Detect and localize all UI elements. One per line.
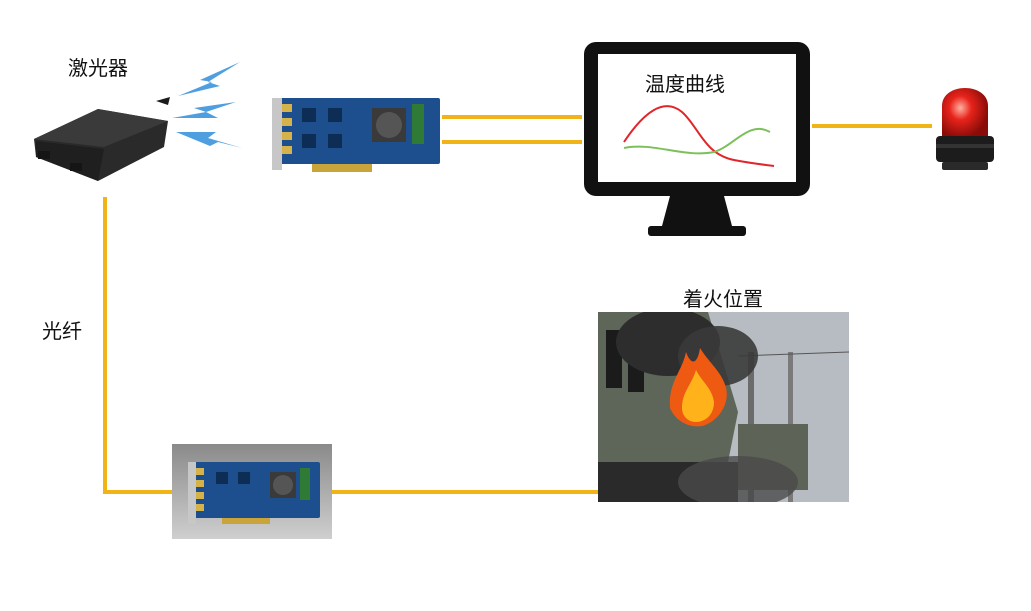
fire-location-label: 着火位置 [683,287,763,311]
warning-beacon-icon [930,72,1000,174]
fiber-label: 光纤 [42,319,82,343]
monitor-to-alarm-cable [812,124,932,128]
temperature-curve-green [623,127,771,155]
laser-label: 激光器 [68,56,128,80]
card-to-monitor-cable-top [442,115,582,119]
card-to-fire-cable [332,490,600,494]
pcie-card-backdrop [172,444,332,539]
burning-train-image [598,312,849,502]
fiber-vertical [103,197,107,494]
pcie-card-icon [272,94,444,176]
pcie-card-icon-bottom [188,462,320,524]
temperature-curve-red [623,105,775,167]
fiber-to-card [103,490,175,494]
monitor-icon [584,42,810,238]
lightning-signal-icon [170,60,250,160]
laser-box-icon [28,95,178,185]
card-to-monitor-cable-bottom [442,140,582,144]
temperature-curve-label: 温度曲线 [645,72,725,96]
